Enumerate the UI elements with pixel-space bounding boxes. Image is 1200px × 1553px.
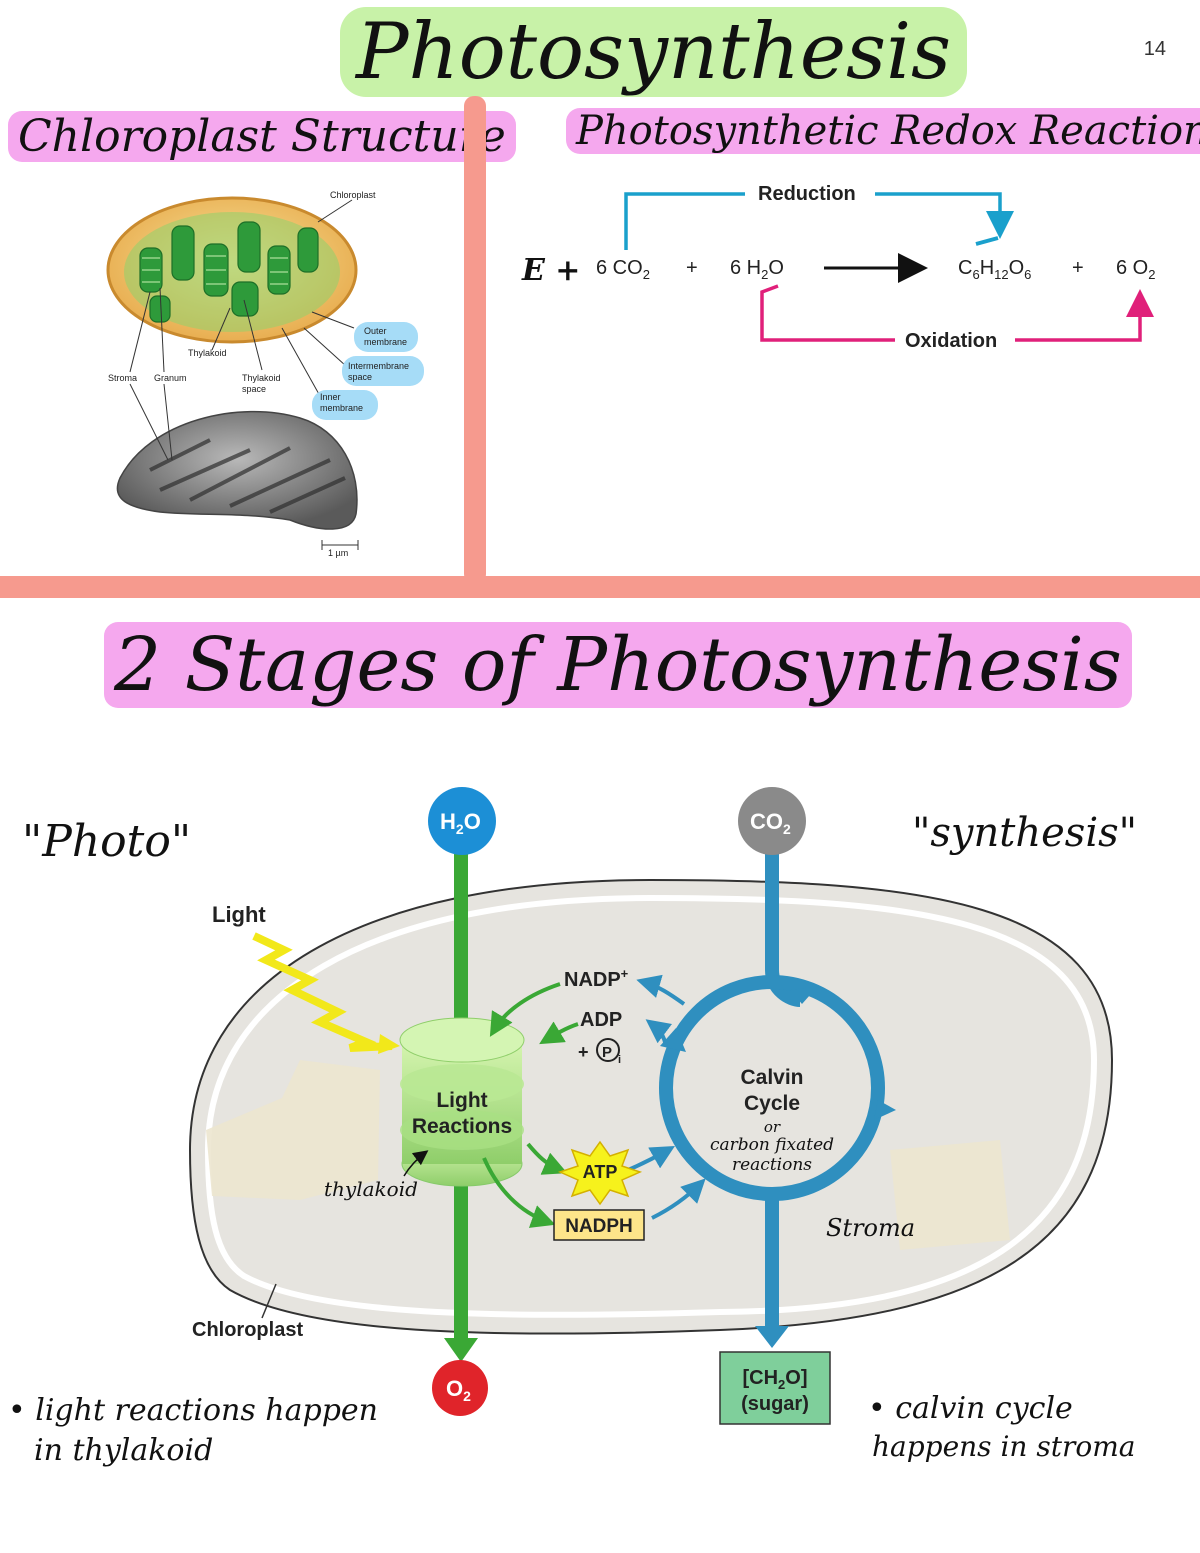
nadp-plus-label: NADP+: [564, 966, 629, 991]
stages-chloroplast: [188, 878, 1114, 1335]
oxidation-label: Oxidation: [905, 330, 997, 352]
nadph-label: NADPH: [565, 1216, 633, 1237]
h2o-label: H2O: [440, 809, 481, 837]
calvin-or: or: [764, 1118, 781, 1136]
light-reactions-2: Reactions: [412, 1115, 512, 1138]
plus-1: +: [686, 257, 698, 279]
vertical-divider: [464, 96, 486, 584]
label-inner-membrane-2: membrane: [320, 403, 363, 413]
atp-star: [557, 1140, 643, 1206]
sugar-label: (sugar): [741, 1393, 809, 1415]
energy-label: E +: [521, 253, 580, 288]
label-thylakoid: Thylakoid: [188, 348, 227, 358]
thylakoid-note: thylakoid: [324, 1177, 418, 1201]
calvin-label-2: Cycle: [744, 1092, 800, 1115]
label-inner-membrane-1: Inner: [320, 392, 341, 402]
calvin-label-1: Calvin: [740, 1066, 803, 1089]
thylakoid-stack: [399, 1017, 525, 1187]
h2o-circle: [428, 787, 496, 855]
page-number: 14: [1143, 38, 1166, 60]
label-granum: Granum: [154, 373, 187, 383]
svg-text:6 H2O: 6 H2O: [730, 257, 784, 282]
sugar-formula: [CH2O]: [743, 1367, 808, 1392]
light-reactions-1: Light: [436, 1089, 487, 1112]
pi-prefix: +: [578, 1042, 589, 1062]
chloroplast-illustration: [106, 196, 424, 550]
chloroplast-label: Chloroplast: [192, 1319, 303, 1341]
label-scale-bar: 1 µm: [328, 548, 348, 558]
light-label: Light: [212, 902, 266, 927]
note-right-1: • calvin cycle: [868, 1391, 1073, 1426]
o2-label: O2: [446, 1376, 471, 1404]
plus-2: +: [1072, 257, 1084, 279]
title-text: Photosynthesis: [340, 7, 968, 97]
calvin-alt-1: carbon fixated: [710, 1135, 834, 1155]
label-outer-membrane-1: Outer: [364, 326, 387, 336]
redox-equation: [624, 192, 1154, 342]
o2-circle: [432, 1360, 488, 1416]
stages-heading: 2 Stages of Photosynthesis: [104, 620, 1132, 710]
light-bolt: [252, 932, 393, 1052]
adp-label: ADP: [580, 1009, 622, 1031]
stroma-note: Stroma: [826, 1214, 915, 1242]
note-right-2: happens in stroma: [872, 1430, 1135, 1463]
label-stroma: Stroma: [108, 373, 137, 383]
redox-heading: Photosynthetic Redox Reactions: [566, 104, 1200, 158]
page-title: Photosynthesis: [340, 4, 968, 100]
equation-terms: 6 CO2 + 6 H2O C6H12O6 + 6 O2: [596, 257, 1155, 282]
co2-label: CO2: [750, 809, 791, 837]
label-chloroplast: Chloroplast: [330, 190, 376, 200]
synthesis-label: "synthesis": [912, 810, 1137, 856]
label-thylakoid-space-1: Thylakoid: [242, 373, 281, 383]
atp-label: ATP: [583, 1162, 618, 1182]
reduction-label: Reduction: [758, 183, 856, 205]
svg-text:C6H12O6: C6H12O6: [958, 257, 1031, 282]
sugar-box: [719, 1351, 831, 1425]
label-intermembrane-1: Intermembrane: [348, 361, 409, 371]
label-intermembrane-2: space: [348, 372, 372, 382]
svg-text:6 O2: 6 O2: [1116, 257, 1155, 282]
chloroplast-structure-heading: Chloroplast Structure: [8, 108, 516, 166]
co2-circle: [738, 787, 806, 855]
note-left-1: • light reactions happen: [8, 1393, 378, 1428]
label-thylakoid-space-2: space: [242, 384, 266, 394]
calvin-alt-2: reactions: [732, 1155, 812, 1175]
pi-circle: [596, 1038, 620, 1062]
photo-label: "Photo": [22, 816, 191, 867]
svg-text:6 CO2: 6 CO2: [596, 257, 650, 282]
horizontal-divider: [0, 576, 1200, 598]
nadph-box: [553, 1209, 645, 1241]
label-outer-membrane-2: membrane: [364, 337, 407, 347]
note-left-2: in thylakoid: [34, 1433, 213, 1468]
